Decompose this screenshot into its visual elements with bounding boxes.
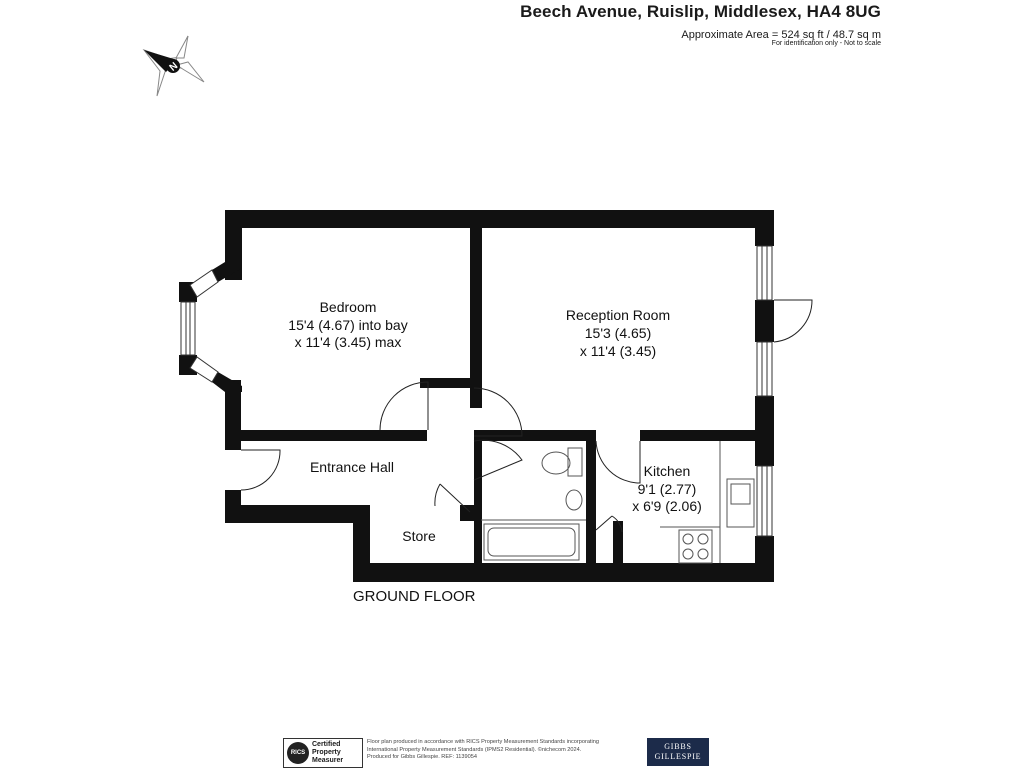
doors xyxy=(240,299,813,533)
property-address: Beech Avenue, Ruislip, Middlesex, HA4 8U… xyxy=(520,2,881,21)
store-name: Store xyxy=(402,528,436,544)
rics-logo-icon: RICS xyxy=(287,742,309,764)
badge-line-2: Property xyxy=(312,749,341,756)
hob-icon xyxy=(678,529,713,564)
agent-logo: GIBBS GILLESPIE xyxy=(647,738,709,766)
footer: RICS Certified Property Measurer Floor p… xyxy=(283,738,711,768)
reception-name: Reception Room xyxy=(566,307,670,323)
toilet-bowl-icon xyxy=(541,451,571,475)
scale-note: For identification only - Not to scale xyxy=(771,40,881,47)
hall-name: Entrance Hall xyxy=(310,459,394,475)
kitchen-dim1: 9'1 (2.77) xyxy=(638,481,697,497)
footer-note-line-3: Produced for Gibbs Gillespie. REF: 11390… xyxy=(367,754,477,760)
basin-icon xyxy=(565,489,583,511)
bath-icon xyxy=(483,523,580,561)
toilet-cistern-icon xyxy=(567,447,583,477)
agent-logo-line-2: GILLESPIE xyxy=(654,752,702,761)
compass-icon: N xyxy=(142,35,205,97)
footer-note-line-2: International Property Measurement Stand… xyxy=(367,746,582,753)
bedroom-name: Bedroom xyxy=(320,299,377,315)
floor-label: GROUND FLOOR xyxy=(353,588,476,605)
reception-dim1: 15'3 (4.65) xyxy=(585,325,652,341)
badge-line-1: Certified xyxy=(312,741,341,748)
reception-dim2: x 11'4 (3.45) xyxy=(580,343,656,359)
fixtures xyxy=(481,441,755,564)
walls xyxy=(179,210,774,582)
kitchen-name: Kitchen xyxy=(644,463,691,479)
badge-line-3: Measurer xyxy=(312,757,344,764)
windows xyxy=(180,245,773,537)
footer-note: Floor plan produced in accordance with R… xyxy=(367,739,637,762)
footer-note-line-1: Floor plan produced in accordance with R… xyxy=(367,739,599,745)
approximate-area: Approximate Area = 524 sq ft / 48.7 sq m xyxy=(681,29,881,41)
kitchen-dim2: x 6'9 (2.06) xyxy=(632,498,702,514)
bedroom-dim2: x 11'4 (3.45) max xyxy=(295,334,402,350)
sink-icon xyxy=(726,478,755,528)
bedroom-dim1: 15'4 (4.67) into bay xyxy=(288,317,407,333)
rics-badge: RICS Certified Property Measurer xyxy=(283,738,363,768)
agent-logo-line-1: GIBBS xyxy=(664,742,692,751)
